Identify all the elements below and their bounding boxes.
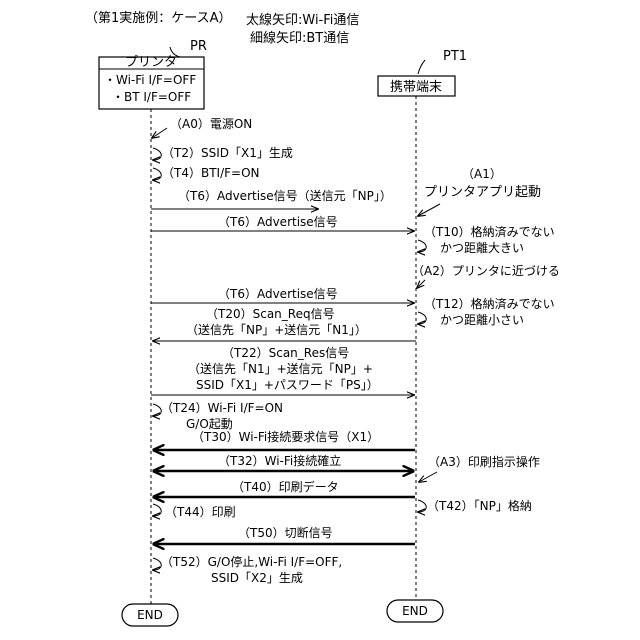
printer-name: プリンタ <box>125 55 177 70</box>
step-t24-line1: （T24）Wi-Fi I/F=ON <box>161 401 283 415</box>
action-a1-text: プリンタアプリ起動 <box>424 185 541 200</box>
terminal-ref: PT1 <box>443 49 467 64</box>
step-t52-line1: （T52）G/O停止,Wi-Fi I/F=OFF, <box>161 554 342 569</box>
step-t42: （T42）「NP」格納 <box>427 498 532 513</box>
msg-t50: （T50）切断信号 <box>238 525 333 540</box>
printer-wifi-status: ・Wi-Fi I/F=OFF <box>104 73 196 87</box>
step-t44: （T44）印刷 <box>165 505 236 519</box>
step-t4: （T4）BTI/F=ON <box>162 166 260 180</box>
terminal-end-label: END <box>402 604 428 618</box>
step-t10-line1: （T10）格納済みでない <box>424 224 555 239</box>
step-t52-line2: SSID「X2」生成 <box>211 571 303 585</box>
printer-end-label: END <box>137 608 163 622</box>
legend-thick: 太線矢印:Wi-Fi通信 <box>246 12 359 28</box>
msg-t30: （T30）Wi-Fi接続要求信号（X1） <box>192 429 379 444</box>
msg-t40: （T40）印刷データ <box>232 479 339 494</box>
printer-ref: PR <box>190 39 207 54</box>
action-a3: （A3）印刷指示操作 <box>428 454 540 469</box>
t10-self-loop <box>418 240 426 252</box>
t2-self-loop <box>153 148 161 160</box>
step-t12-line2: かつ距離小さい <box>440 313 524 327</box>
a3-pointer <box>419 472 437 482</box>
a1-pointer <box>418 204 440 216</box>
msg-t6b: （T6）Advertise信号 <box>218 215 338 229</box>
t24-self-loop <box>153 404 161 416</box>
case-title: （第1実施例：ケースA） <box>85 10 232 26</box>
msg-t22-line1: （T22）Scan_Res信号 <box>222 346 349 360</box>
t42-self-loop <box>418 500 426 512</box>
action-a2: （A2）プリンタに近づける <box>412 264 560 278</box>
t12-self-loop <box>418 312 426 324</box>
msg-t6a: （T6）Advertise信号（送信元「NP」） <box>178 188 392 203</box>
printer-bt-status: ・BT I/F=OFF <box>112 90 191 104</box>
msg-t20-line2: （送信先「NP」+送信元「N1」） <box>186 322 367 337</box>
msg-t32: （T32）Wi-Fi接続確立 <box>218 453 341 468</box>
msg-t22-line2: （送信先「N1」+送信元「NP」+ <box>188 361 373 376</box>
legend-thin: 細線矢印:BT通信 <box>250 30 349 46</box>
step-a0: （A0）電源ON <box>170 117 252 131</box>
action-a1-label: （A1） <box>462 167 502 181</box>
step-t2: （T2）SSID「X1」生成 <box>162 146 293 160</box>
step-t10-line2: かつ距離大きい <box>440 241 524 255</box>
t4-self-loop <box>153 168 161 180</box>
msg-t6c: （T6）Advertise信号 <box>218 287 338 301</box>
step-t24-line2: G/O起動 <box>186 417 233 431</box>
t52-self-loop <box>153 558 161 570</box>
msg-t22-line3: SSID「X1」+パスワード「PS」） <box>196 378 379 392</box>
step-t12-line1: （T12）格納済みでない <box>424 296 555 311</box>
t44-self-loop <box>153 504 161 516</box>
terminal-name: 携帯端末 <box>390 79 442 95</box>
a2-pointer <box>417 280 425 288</box>
msg-t20-line1: （T20）Scan_Req信号 <box>206 307 335 321</box>
terminal-ref-leader <box>418 60 425 74</box>
a0-pointer <box>152 128 167 138</box>
